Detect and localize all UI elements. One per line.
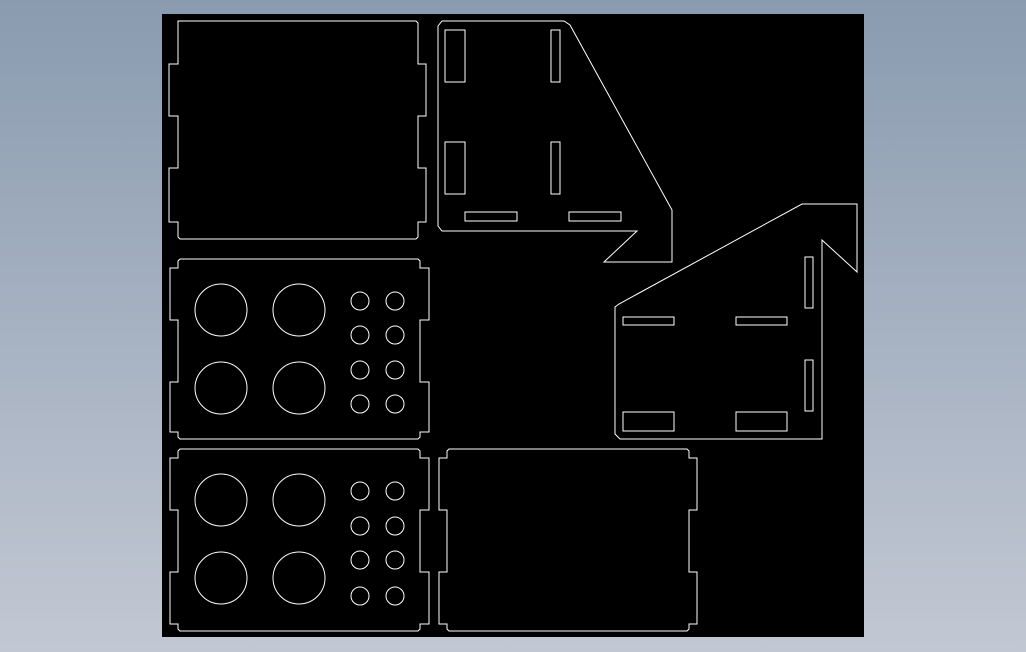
slot [550,141,561,195]
small-hole [350,586,370,606]
slot [622,411,675,432]
slot [804,359,814,412]
slot [464,211,518,222]
large-hole [272,283,326,337]
slot [568,211,622,222]
small-hole [385,325,405,345]
hole-panel-outline [169,258,430,440]
small-hole [385,481,405,501]
slot [735,411,788,432]
slot [550,29,561,83]
large-hole [194,473,248,527]
small-hole [350,481,370,501]
slot [804,256,814,309]
slotted-panel-bottom-right [438,448,698,632]
small-hole [385,586,405,606]
large-hole [272,361,326,415]
cad-drawing-canvas[interactable] [162,14,864,637]
large-hole [272,473,326,527]
large-hole [194,361,248,415]
side-plate-with-slots-top [437,20,673,263]
small-hole [385,550,405,570]
slotted-panel-top-left [168,20,427,240]
side-plate-outline [614,203,858,440]
small-hole [350,325,370,345]
slot [444,29,466,83]
small-hole [350,516,370,536]
side-plate-outline [437,20,673,263]
small-hole [350,550,370,570]
slot [735,316,788,326]
small-hole [350,360,370,380]
large-hole [194,283,248,337]
slot [444,141,466,195]
large-hole [272,551,326,605]
small-hole [385,516,405,536]
small-hole [385,394,405,414]
small-hole [385,360,405,380]
small-hole [350,394,370,414]
slot [622,316,675,326]
hole-panel-bottom [169,448,430,632]
small-hole [350,291,370,311]
hole-panel-outline [169,448,430,632]
large-hole [194,551,248,605]
cad-drawing [168,20,858,632]
side-plate-with-slots-right [614,203,858,440]
small-hole [385,291,405,311]
hole-panel-middle [169,258,430,440]
